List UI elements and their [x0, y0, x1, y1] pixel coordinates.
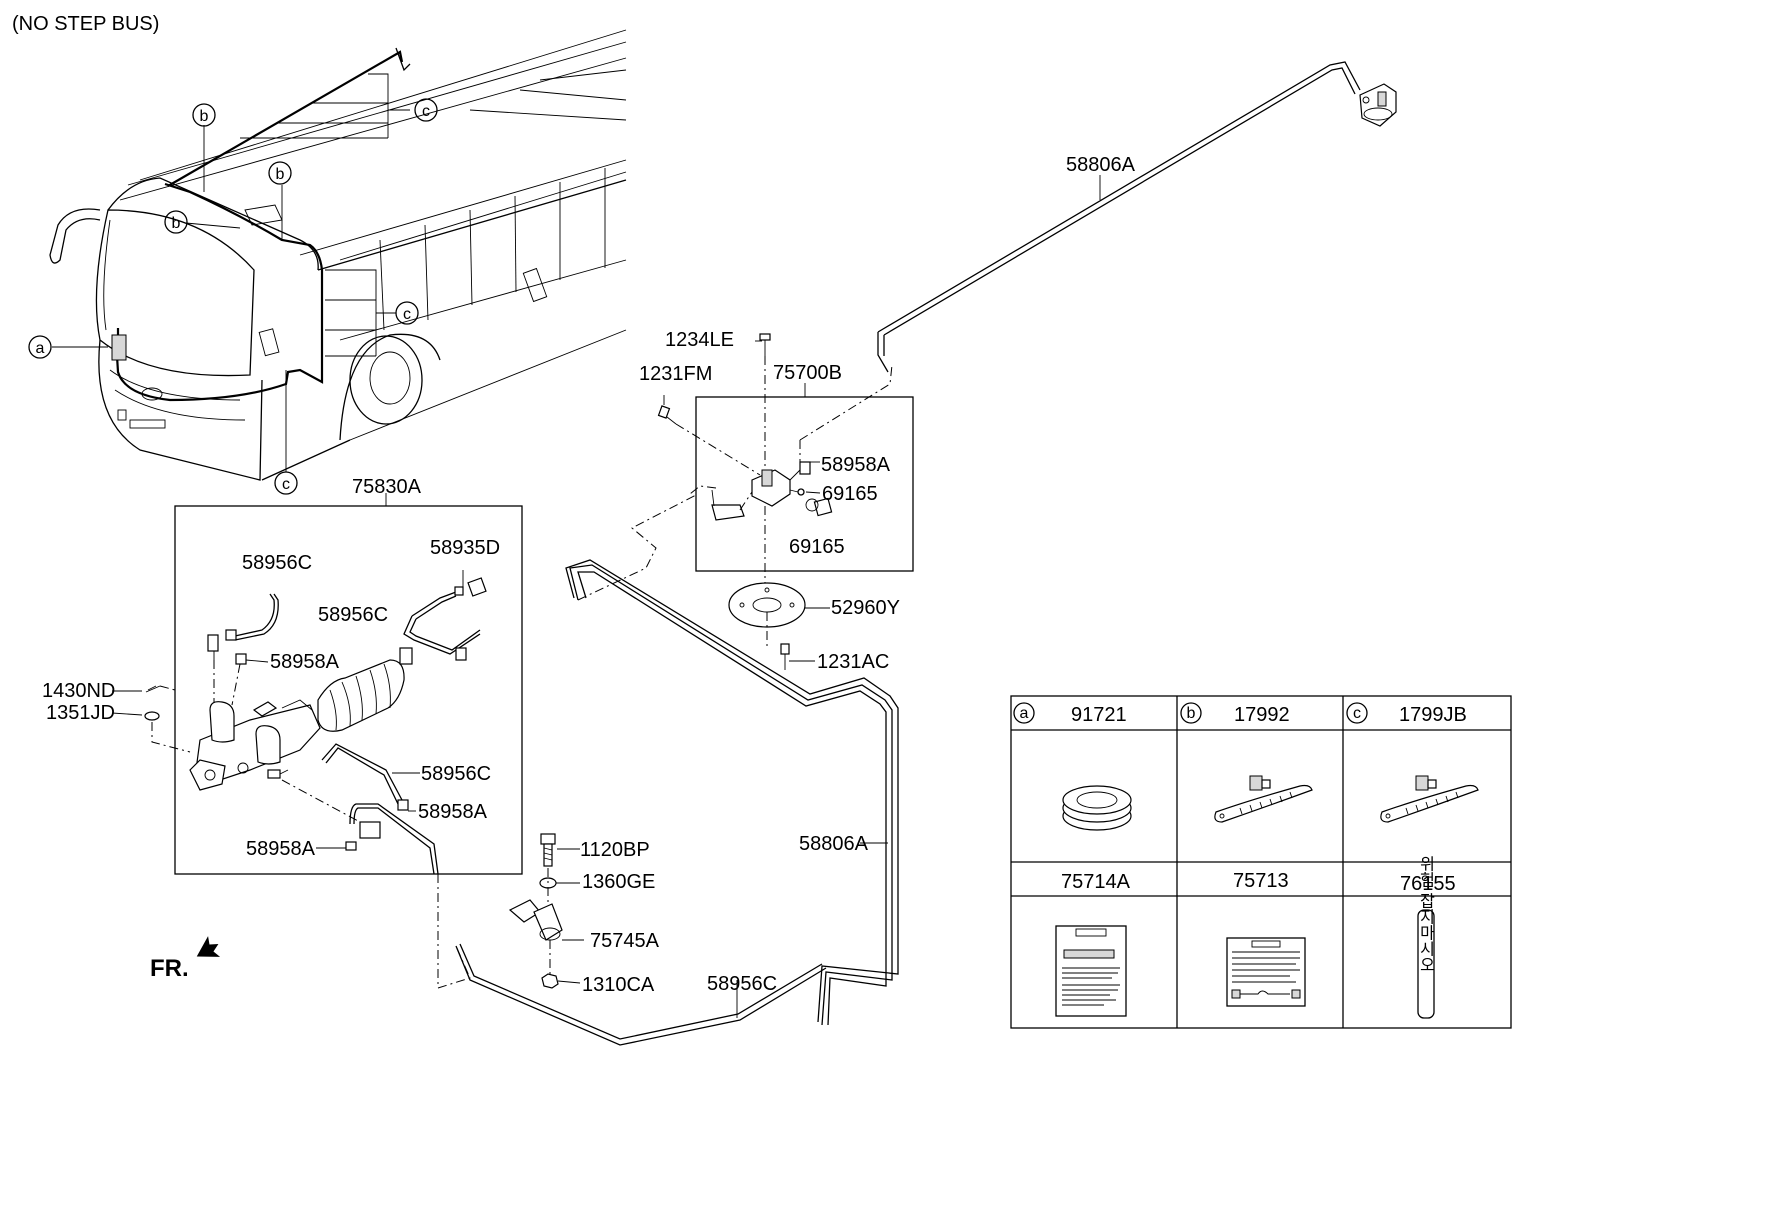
front-direction-marker: FR.: [150, 936, 221, 982]
assembly-75830A: [111, 493, 523, 875]
callout-b-3: b: [164, 210, 188, 234]
svg-text:c: c: [1353, 705, 1361, 722]
label-75830A: 75830A: [352, 476, 422, 498]
caution-label-75713-image: [1226, 937, 1306, 1007]
callout-b-1: b: [192, 103, 216, 127]
label-58956C-3: 58956C: [421, 763, 491, 785]
label-1231FM: 1231FM: [639, 363, 712, 385]
assembly-75700B: [657, 333, 914, 590]
callout-a-1: a: [28, 335, 52, 359]
label-58935D: 58935D: [430, 537, 500, 559]
flange-52960Y: [728, 582, 830, 670]
part-17992: 17992: [1234, 704, 1290, 726]
label-1430ND: 1430ND: [42, 680, 115, 702]
svg-text:a: a: [1020, 705, 1029, 722]
label-58958A-1: 58958A: [270, 651, 340, 673]
bus-illustration: [49, 29, 627, 481]
label-1234LE: 1234LE: [665, 329, 734, 351]
svg-text:a: a: [36, 340, 45, 357]
cable-tie-17992-image: [1214, 775, 1313, 823]
svg-text:c: c: [403, 306, 411, 323]
nozzle-75745A: [508, 833, 584, 989]
grommet-91721-image: [1062, 785, 1132, 831]
callout-c-1: c: [414, 98, 438, 122]
part-76155: 76155: [1400, 873, 1456, 895]
label-58956C-2: 58956C: [318, 604, 388, 626]
svg-text:b: b: [1187, 705, 1196, 722]
warning-label-76155-text: 위험 잡지마시오: [1417, 855, 1436, 972]
label-1231AC: 1231AC: [817, 651, 889, 673]
no-step-bus-note: (NO STEP BUS): [12, 13, 159, 35]
label-1120BP: 1120BP: [580, 839, 650, 861]
callout-c-3: c: [274, 471, 298, 495]
label-58806A-top: 58806A: [1066, 154, 1136, 176]
warning-label-76155-image: 위험 잡지마시오: [1417, 855, 1436, 1019]
label-75745A: 75745A: [590, 930, 660, 952]
cable-tie-1799JB-image: [1380, 775, 1479, 823]
part-91721: 91721: [1071, 704, 1127, 726]
table-header-c: c 1799JB: [1346, 702, 1467, 726]
label-1360GE: 1360GE: [582, 871, 655, 893]
svg-text:b: b: [200, 108, 209, 125]
svg-text:c: c: [282, 476, 290, 493]
part-75714A: 75714A: [1061, 871, 1131, 893]
label-58956C-1: 58956C: [242, 552, 312, 574]
label-1351JD: 1351JD: [46, 702, 115, 724]
hose-58806A-upper: [877, 61, 1397, 373]
label-69165-2: 69165: [789, 536, 845, 558]
label-58958A-3: 58958A: [246, 838, 316, 860]
label-58958A-2: 58958A: [418, 801, 488, 823]
label-1310CA: 1310CA: [582, 974, 655, 996]
hose-58956C-bottom: [437, 874, 827, 1046]
svg-text:c: c: [422, 103, 430, 120]
svg-text:b: b: [276, 166, 285, 183]
svg-text:b: b: [172, 215, 181, 232]
label-58806A-mid: 58806A: [799, 833, 869, 855]
callout-c-2: c: [395, 301, 419, 325]
svg-text:FR.: FR.: [150, 955, 189, 982]
part-1799JB: 1799JB: [1399, 704, 1467, 726]
callout-b-2: b: [268, 161, 292, 185]
part-75713: 75713: [1233, 870, 1289, 892]
label-52960Y: 52960Y: [831, 597, 900, 619]
label-58958A-right: 58958A: [821, 454, 891, 476]
table-header-a: a 91721: [1013, 702, 1127, 726]
label-75700B: 75700B: [773, 362, 842, 384]
label-58956C-bottom: 58956C: [707, 973, 777, 995]
table-header-b: b 17992: [1180, 702, 1290, 726]
label-69165-1: 69165: [822, 483, 878, 505]
hose-58806A-lower: [565, 493, 899, 1026]
parts-table: [1010, 695, 1512, 1029]
caution-label-75714A-image: [1055, 925, 1127, 1017]
